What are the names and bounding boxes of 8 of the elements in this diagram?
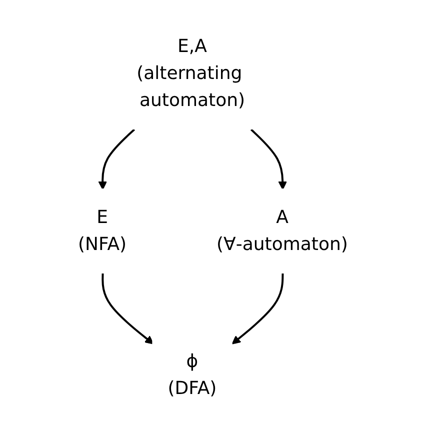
- arrow: [232, 273, 284, 344]
- node-text: E,A (alternating automaton): [136, 36, 246, 111]
- node-text: ϕ (DFA): [168, 351, 217, 399]
- arrow: [250, 128, 288, 190]
- arrow: [102, 273, 154, 344]
- arrow: [98, 128, 136, 190]
- node-text: E (NFA): [78, 207, 127, 255]
- node-text: A (∀-automaton): [216, 207, 348, 255]
